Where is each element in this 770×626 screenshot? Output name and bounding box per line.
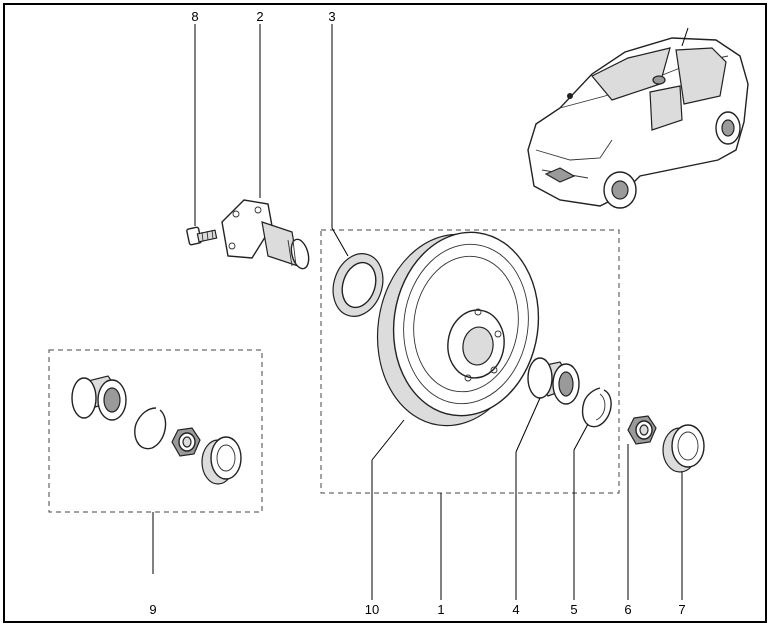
kit-group-box-9 [48,349,263,513]
hub-nut-part-6 [627,415,657,445]
kit-9-hub-nut-icon [171,427,201,457]
diagram-frame [3,3,767,623]
callout-1: 1 [437,602,444,617]
wheel-bearing-part-4 [527,357,580,405]
callout-8: 8 [191,9,198,24]
callout-3: 3 [328,9,335,24]
kit-group-box-1 [320,229,620,494]
kit-9-dust-cap-icon [201,436,242,485]
kit-9-bearing-icon [71,375,127,421]
kit-9-snap-ring-icon [134,407,167,450]
callout-2: 2 [256,9,263,24]
callout-5: 5 [570,602,577,617]
dust-cap-part-7 [662,424,705,473]
bolt-part-8 [186,226,218,246]
car-locator-icon [527,27,749,209]
seal-ring-part-3 [332,253,384,317]
leader-lines [152,24,683,600]
callout-9: 9 [149,602,156,617]
callout-4: 4 [512,602,519,617]
hub-axle-part-2 [221,199,310,270]
callout-10: 10 [365,602,379,617]
callout-6: 6 [624,602,631,617]
snap-ring-part-5 [581,387,612,428]
callout-7: 7 [678,602,685,617]
brake-drum-part-10 [376,231,540,427]
